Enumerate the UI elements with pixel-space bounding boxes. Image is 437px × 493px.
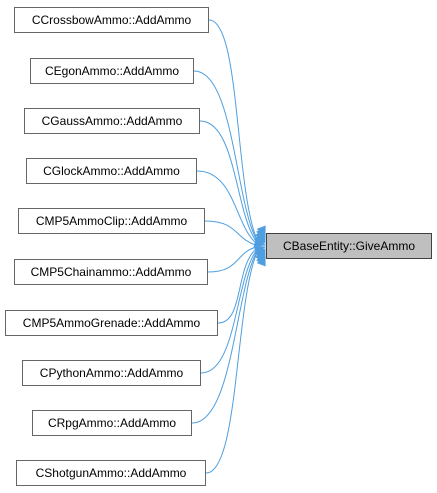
- caller-node-shotgun-ammo[interactable]: CShotgunAmmo::AddAmmo: [16, 460, 206, 486]
- call-edge-arrowhead: [256, 253, 266, 267]
- call-edge: [208, 19, 257, 238]
- caller-node-mp5-ammo-grenade[interactable]: CMP5AmmoGrenade::AddAmmo: [5, 310, 218, 336]
- call-edge: [199, 120, 257, 242]
- call-edge: [204, 220, 257, 246]
- caller-node-rpg-ammo[interactable]: CRpgAmmo::AddAmmo: [32, 410, 192, 436]
- call-edge: [217, 248, 257, 324]
- caller-node-crossbow-ammo[interactable]: CCrossbowAmmo::AddAmmo: [14, 7, 209, 33]
- caller-node-glock-ammo[interactable]: CGlockAmmo::AddAmmo: [26, 158, 197, 184]
- call-edge: [193, 70, 257, 240]
- caller-node-python-ammo[interactable]: CPythonAmmo::AddAmmo: [22, 360, 201, 386]
- call-edge: [191, 252, 257, 424]
- call-edge: [207, 246, 257, 273]
- caller-node-egon-ammo[interactable]: CEgonAmmo::AddAmmo: [30, 58, 194, 84]
- caller-node-mp5-chainammo[interactable]: CMP5Chainammo::AddAmmo: [14, 259, 208, 285]
- target-node-give-ammo[interactable]: CBaseEntity::GiveAmmo: [266, 233, 432, 259]
- caller-node-mp5-ammo-clip[interactable]: CMP5AmmoClip::AddAmmo: [18, 208, 205, 234]
- caller-node-gauss-ammo[interactable]: CGaussAmmo::AddAmmo: [24, 108, 200, 134]
- call-edge: [196, 170, 257, 244]
- call-edge: [200, 250, 257, 374]
- call-edge-arrowhead: [253, 237, 267, 247]
- call-edge: [205, 254, 257, 474]
